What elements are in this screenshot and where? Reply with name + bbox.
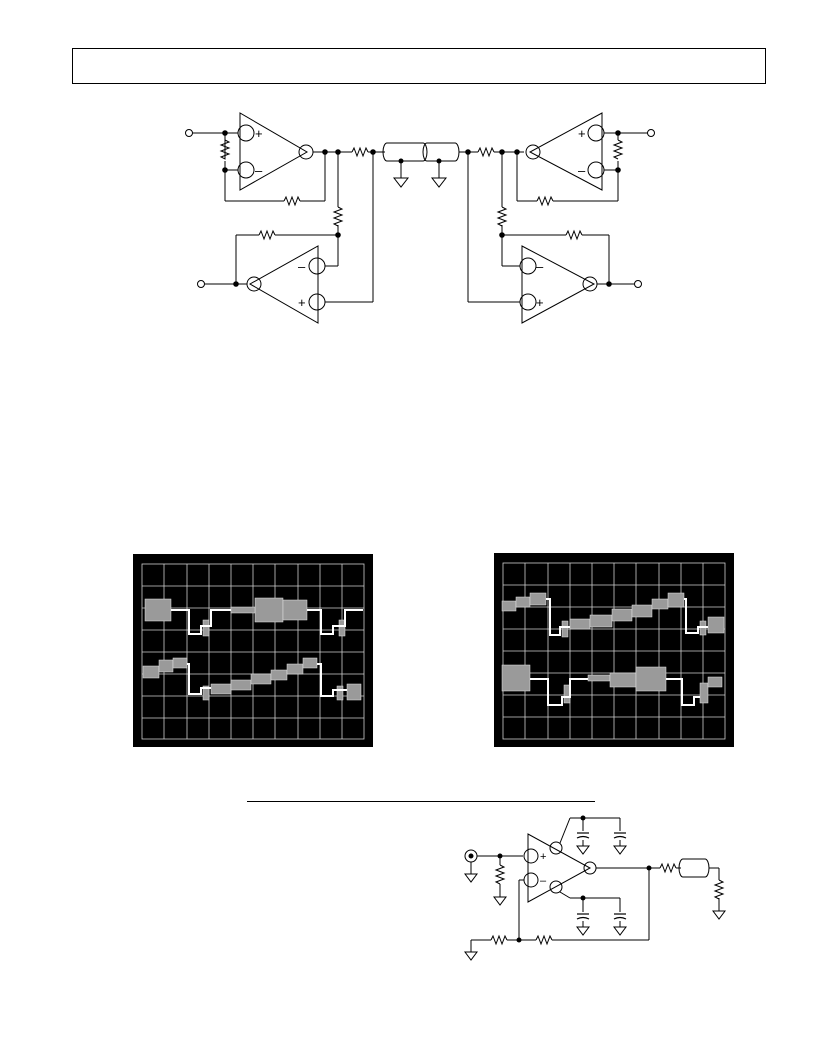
op-amp-icon (248, 245, 319, 324)
pin-label: – (298, 259, 306, 274)
op-amp-icon (527, 833, 592, 903)
pin-label: – (578, 163, 586, 178)
pin-label: + (536, 295, 544, 310)
single-supply-driver-circuit: + – (464, 815, 726, 961)
coax-cable-icon (678, 858, 710, 878)
scope-photo-left (133, 554, 373, 747)
op-amp-icon (521, 245, 596, 324)
terminal-icon (634, 280, 642, 288)
pin-label: + (578, 126, 586, 141)
op-amp-icon (528, 112, 603, 191)
op-amp-icon (239, 112, 309, 191)
bidirectional-transmission-circuit: + – – + + – – + (185, 112, 655, 324)
terminal-icon (647, 129, 655, 137)
terminal-icon (185, 129, 193, 137)
pin-label: + (298, 295, 306, 310)
pin-label: + (255, 126, 263, 141)
section-divider (247, 801, 595, 802)
pin-label: – (540, 875, 547, 887)
pin-label: – (255, 163, 263, 178)
page-header-box (72, 48, 766, 84)
pin-label: + (540, 851, 546, 863)
terminal-icon (197, 280, 205, 288)
pin-label: – (536, 259, 544, 274)
scope-photo-right (494, 553, 734, 747)
